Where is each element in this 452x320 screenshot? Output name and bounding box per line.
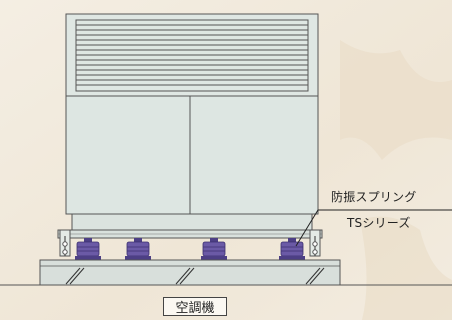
air-conditioner-unit [65,13,319,231]
spring-2 [125,238,151,260]
callout-leader [295,209,452,247]
right-stopper-bracket [309,229,321,257]
spring-1 [75,238,101,260]
left-stopper-bracket [59,229,71,257]
concrete-foundation [39,259,341,286]
spring-3 [201,238,227,260]
unit-caption: 空調機 [163,297,227,316]
louver-panel [75,19,309,92]
spring-label: 防振スプリング [331,190,417,204]
louver-slats [76,24,308,86]
unit-lower-body [65,95,319,215]
series-label: TSシリーズ [347,216,411,230]
steel-base-channel [57,229,323,239]
unit-base-frame [71,213,313,231]
spring-4 [279,238,305,260]
